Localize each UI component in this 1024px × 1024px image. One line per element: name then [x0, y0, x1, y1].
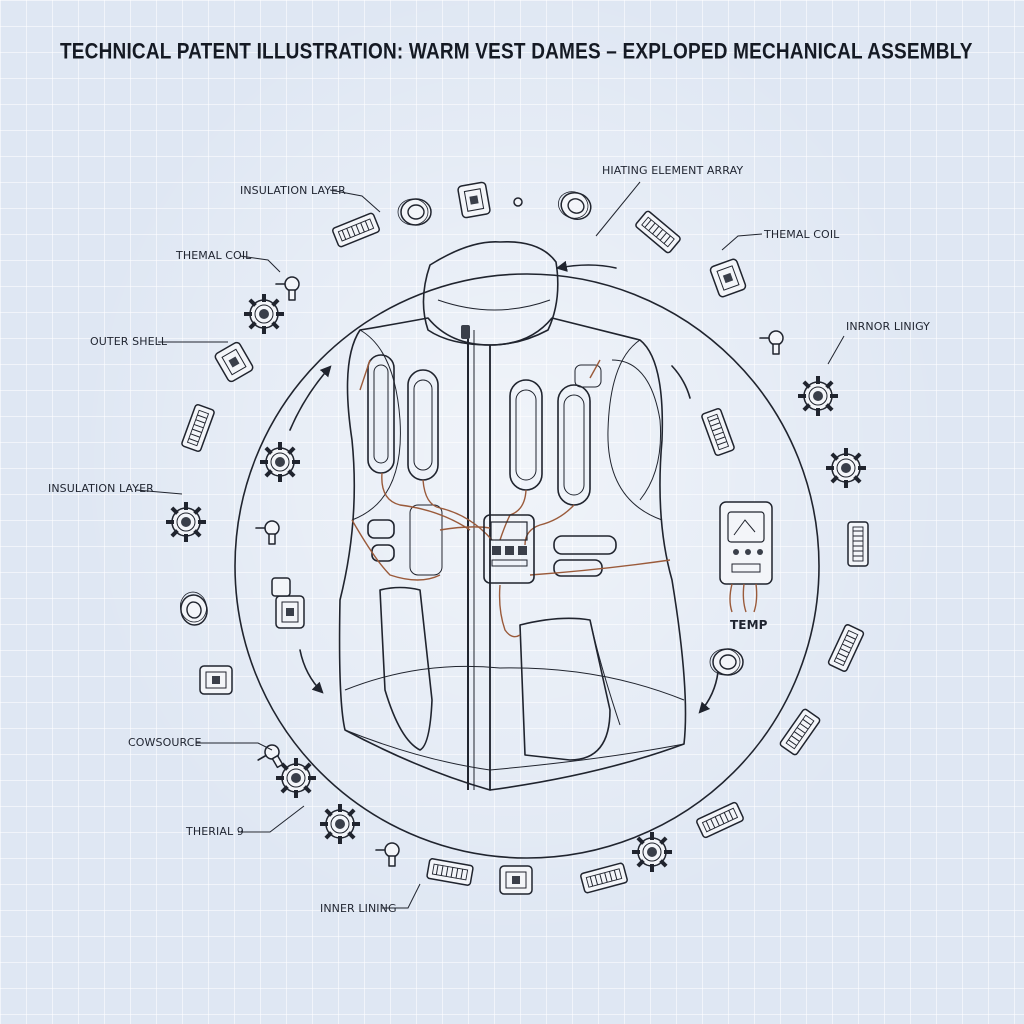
thermostat-unit	[719, 501, 773, 613]
exploded-parts	[166, 181, 869, 895]
label-insulation-layer-top: INSULATION LAYER	[240, 184, 346, 197]
label-inner-lining-right: INRNOR LINIGY	[846, 320, 930, 333]
vest-controller	[483, 514, 535, 584]
vest-body	[338, 241, 687, 791]
label-thermal-coil-left: THEMAL COIL	[176, 249, 252, 262]
label-inner-lining-bottom: INNER LINING	[320, 902, 397, 915]
leader-lines	[135, 181, 845, 909]
label-outer-shell: OUTER SHELL	[90, 335, 168, 348]
label-thermal-bottom: THERIAL 9	[186, 825, 244, 838]
diagram-title: TECHNICAL PATENT ILLUSTRATION: WARM VEST…	[60, 40, 973, 65]
label-thermal-coil-right: THEMAL COIL	[764, 228, 840, 241]
label-heating-element-array: HIATING ELEMENT ARRAY	[602, 164, 744, 177]
heating-pads	[367, 354, 617, 577]
label-insulation-layer-left: INSULATION LAYER	[48, 482, 154, 495]
label-temp: TEMP	[730, 618, 768, 632]
label-power-source: COWSOURCE	[128, 736, 202, 749]
heating-wires	[351, 359, 671, 638]
